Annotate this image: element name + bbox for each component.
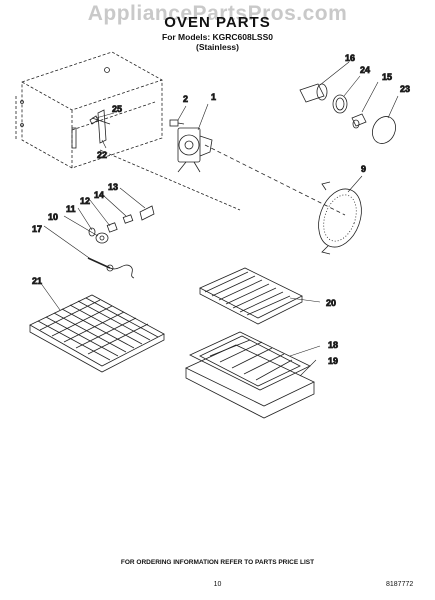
part-bulb-15 bbox=[351, 113, 367, 129]
part-fan-cover-9 bbox=[318, 181, 362, 255]
part-oven-rack-21 bbox=[29, 294, 165, 373]
part-gasket-24 bbox=[332, 94, 348, 114]
document-number: 8187772 bbox=[386, 581, 414, 588]
mount-hole-a bbox=[20, 100, 24, 104]
callout-12: 12 bbox=[80, 196, 90, 206]
callout-10: 10 bbox=[48, 212, 58, 222]
callout-20: 20 bbox=[326, 298, 336, 308]
ordering-footer: FOR ORDERING INFORMATION REFER TO PARTS … bbox=[120, 559, 315, 566]
part-nut-12 bbox=[106, 222, 118, 233]
part-light-socket-16 bbox=[299, 83, 328, 103]
callout-15: 15 bbox=[382, 72, 392, 82]
part-pan-insert-18 bbox=[189, 331, 311, 391]
oven-cavity bbox=[15, 51, 241, 211]
part-washer-11 bbox=[88, 227, 96, 237]
callout-23: 23 bbox=[400, 84, 410, 94]
part-screw-25 bbox=[89, 115, 99, 125]
part-fastener-2 bbox=[169, 119, 185, 127]
callout-16: 16 bbox=[345, 53, 355, 63]
callout-13: 13 bbox=[108, 182, 118, 192]
callout-9: 9 bbox=[361, 164, 366, 174]
part-broiler-pan-19 bbox=[185, 344, 315, 419]
part-bracket-22 bbox=[91, 109, 111, 144]
callout-2: 2 bbox=[183, 94, 188, 104]
part-lens-23 bbox=[372, 116, 396, 144]
callout-1: 1 bbox=[211, 92, 216, 102]
part-knob-10 bbox=[95, 232, 109, 244]
callout-25: 25 bbox=[112, 104, 122, 114]
callout-19: 19 bbox=[328, 356, 338, 366]
vent-hole bbox=[104, 67, 110, 73]
callout-11: 11 bbox=[66, 204, 76, 214]
hinge-slot bbox=[71, 127, 77, 149]
callout-17: 17 bbox=[32, 224, 42, 234]
part-broiler-grid-20 bbox=[199, 267, 303, 325]
part-sensor-17 bbox=[87, 257, 135, 279]
variant-line: (Stainless) bbox=[196, 42, 239, 52]
callout-21: 21 bbox=[32, 276, 42, 286]
models-line: For Models: KGRC608LSS0 bbox=[162, 32, 273, 42]
page-number: 10 bbox=[213, 581, 222, 588]
callout-22: 22 bbox=[97, 150, 107, 160]
mount-hole-b bbox=[20, 123, 24, 127]
callout-14: 14 bbox=[94, 190, 104, 200]
page-title: OVEN PARTS bbox=[164, 14, 271, 31]
leader-lines bbox=[39, 61, 399, 377]
watermark: AppliancePartsPros.com bbox=[87, 2, 348, 25]
models-caption: For Models: KGRC608LSS0 (Stainless) bbox=[0, 32, 435, 52]
callout-24: 24 bbox=[360, 65, 370, 75]
part-spacer-14 bbox=[122, 214, 134, 224]
part-clip-13 bbox=[139, 205, 155, 221]
assembly-axis bbox=[204, 144, 346, 216]
part-fan-motor-1 bbox=[177, 127, 213, 173]
callout-18: 18 bbox=[328, 340, 338, 350]
